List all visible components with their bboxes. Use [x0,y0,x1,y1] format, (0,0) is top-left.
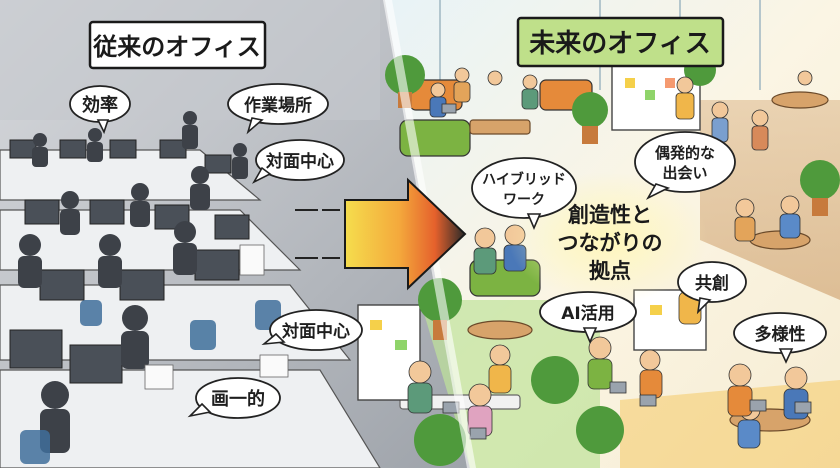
right-title: 未来のオフィス [516,16,725,68]
sticky-notes [370,78,675,350]
bubble-ai: AI活用 [539,291,637,345]
bubble-face-to-face-top-text: 対面中心 [265,151,334,172]
left-title: 従来のオフィス [88,20,267,70]
bubble-face-to-face-bottom: 対面中心 [261,309,363,351]
center-message-line1: 創造性と [568,203,652,227]
bubble-face-to-face-bottom-text: 対面中心 [281,321,350,342]
chairs [20,300,281,464]
paper-stacks [144,244,289,390]
bubble-serendipity-line1: 偶発的な [655,144,715,162]
monitors [9,139,250,384]
left-title-text: 従来のオフィス [92,33,261,61]
center-message-line3: 拠点 [589,259,631,283]
center-message: 創造性と つながりの 拠点 [558,203,663,283]
bubble-face-to-face-top: 対面中心 [251,139,345,184]
laptops [441,103,812,440]
transition-arrow [295,177,467,291]
bubble-serendipity: 偶発的な 出会い [634,131,736,200]
bubble-serendipity-line2: 出会い [662,164,707,182]
bubble-cocreation: 共創 [677,261,747,315]
bubble-ai-text: AI活用 [561,303,614,324]
bubble-hybrid-line1: ハイブリッド [482,171,566,188]
bubble-workplace-text: 作業場所 [244,95,312,116]
workers [18,111,248,453]
bubble-hybrid-work: ハイブリッド ワーク [471,157,577,231]
bubble-diversity-text: 多様性 [755,324,806,345]
bubble-efficiency-text: 効率 [82,94,118,116]
bubble-hybrid-line2: ワーク [503,192,545,208]
bubble-workplace: 作業場所 [227,83,329,135]
center-message-line2: つながりの [558,231,663,255]
bubble-uniform: 画一的 [187,377,281,419]
bubble-uniform-text: 画一的 [211,388,265,410]
bubble-efficiency: 効率 [69,85,131,135]
bubble-diversity: 多様性 [733,312,827,364]
right-title-text: 未来のオフィス [529,29,710,59]
bubble-cocreation-text: 共創 [695,273,729,294]
people [407,67,813,449]
